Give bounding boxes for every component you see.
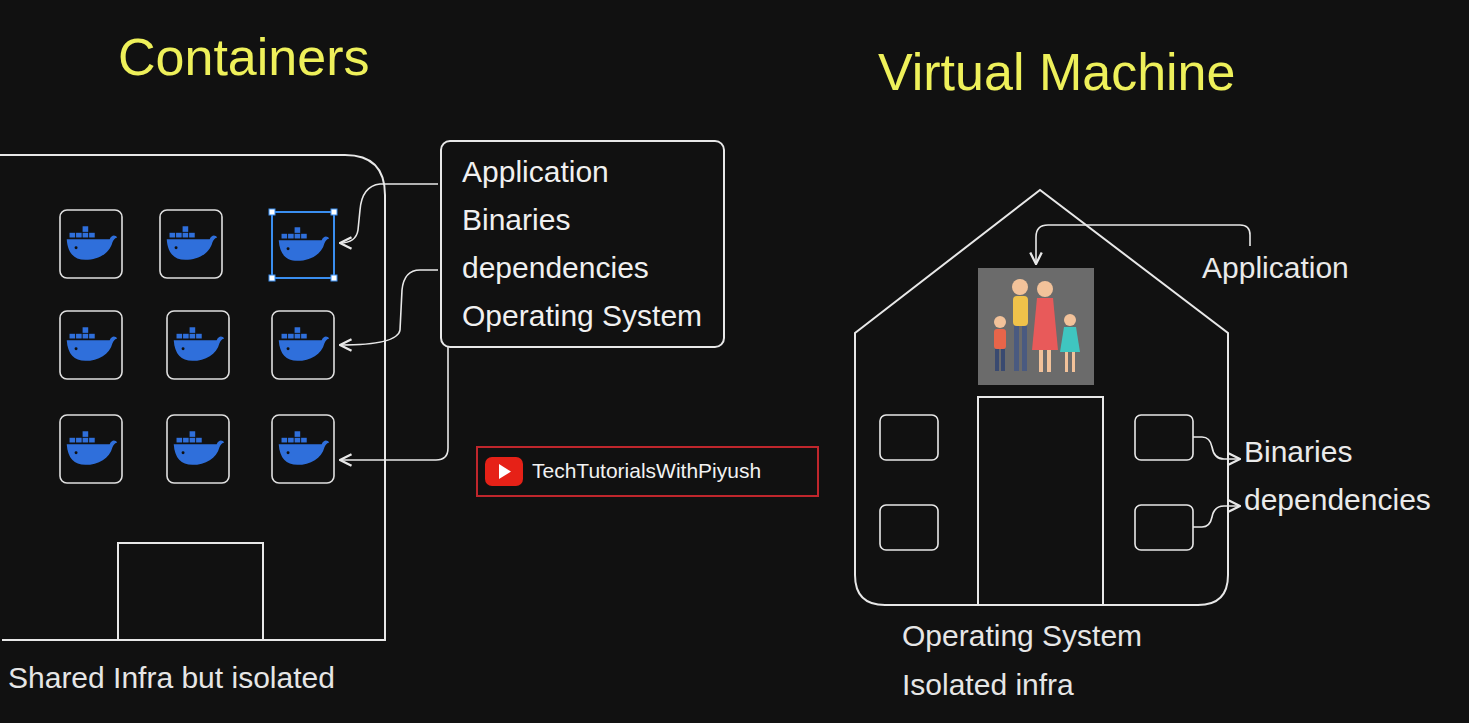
youtube-icon — [485, 457, 523, 486]
list-item: Operating System — [462, 292, 703, 340]
family-picture — [978, 268, 1094, 385]
section-title: Virtual Machine — [878, 40, 1235, 104]
callout-box: ApplicationBinariesdependenciesOperating… — [440, 140, 725, 348]
list-item: Application — [462, 148, 703, 196]
house-outline — [855, 190, 1228, 605]
callout-label: Application — [1202, 250, 1349, 286]
list-item: dependencies — [462, 244, 703, 292]
building-door — [118, 543, 263, 640]
house-door — [978, 397, 1103, 605]
list-item: Binaries — [462, 196, 703, 244]
containers-group: ContainersShared Infra but isolated — [0, 25, 430, 710]
building-outline — [2, 155, 385, 640]
leader-lines — [340, 184, 448, 460]
caption: Isolated infra — [902, 667, 1074, 703]
caption: Operating System — [902, 618, 1142, 654]
vm-group: Virtual MachineOperating SystemIsolated … — [850, 40, 1450, 710]
selection-handles — [269, 209, 337, 281]
caption: Shared Infra but isolated — [8, 660, 335, 696]
house-windows — [880, 415, 1193, 550]
watermark-box — [477, 447, 818, 496]
container-icons — [60, 210, 334, 483]
callout-label: dependencies — [1244, 482, 1431, 518]
docker-whales — [67, 226, 329, 465]
callout-label: Binaries — [1244, 434, 1352, 470]
watermark: TechTutorialsWithPiyush — [532, 457, 761, 485]
section-title: Containers — [118, 25, 369, 89]
